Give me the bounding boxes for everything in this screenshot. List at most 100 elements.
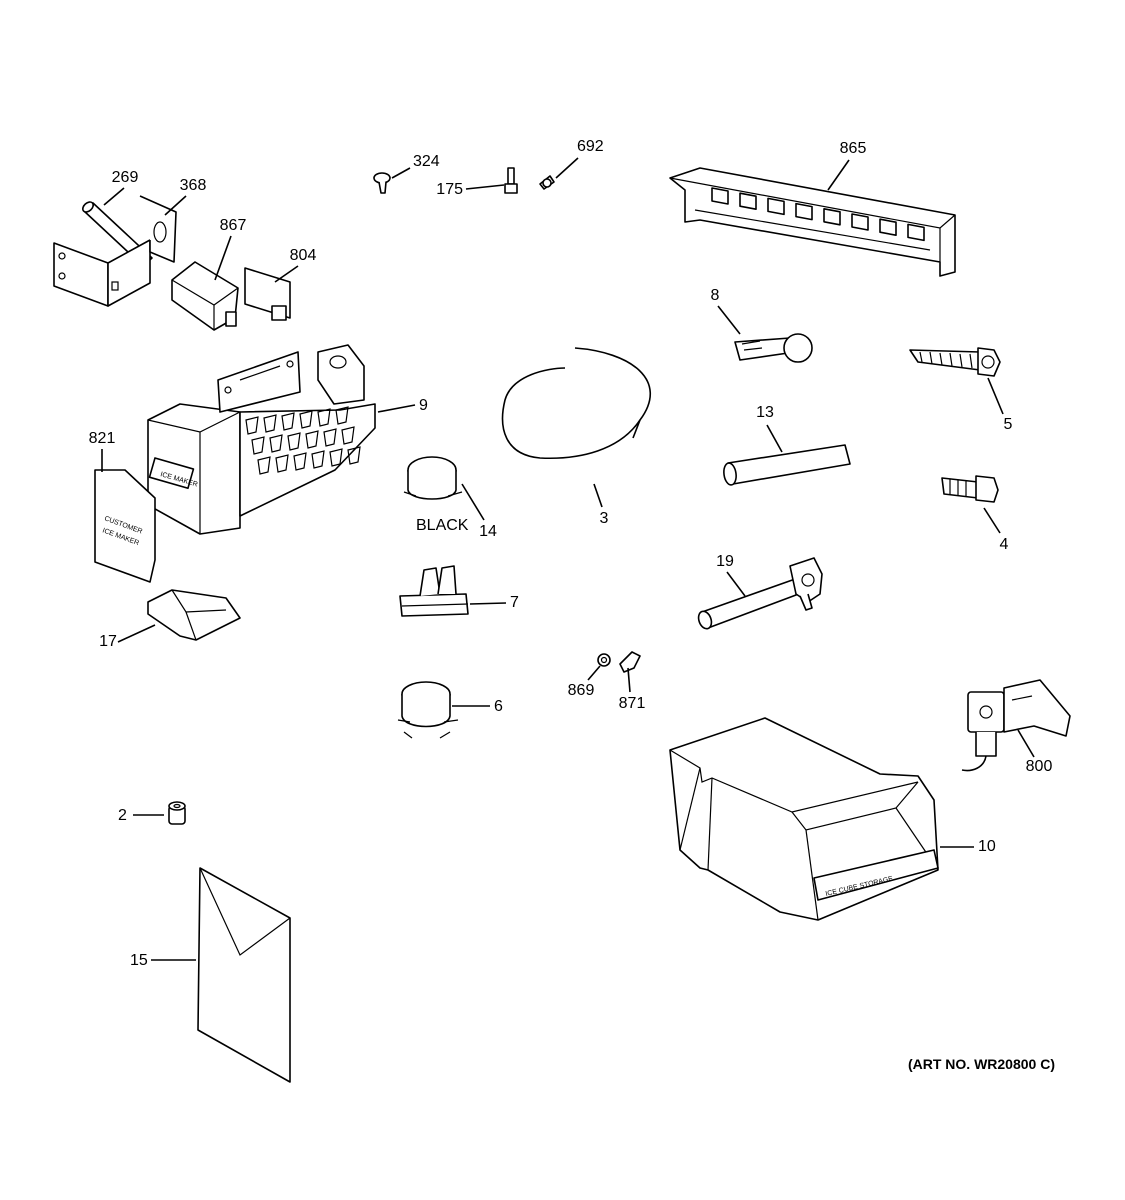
leader-line-13 (766, 424, 783, 453)
leader-line-3 (593, 483, 603, 508)
ice-mold-cup (305, 430, 319, 449)
part-label-800: 800 (1026, 758, 1053, 775)
ice-mold-cup (335, 406, 349, 425)
part-692-screw (539, 175, 555, 190)
leader-line-869 (587, 665, 601, 681)
rail-tooth (767, 197, 785, 216)
rail-tooth (879, 218, 897, 236)
ice-mold-cup (245, 416, 259, 435)
part-8-clamp (734, 333, 813, 363)
part-label-8: 8 (711, 287, 720, 304)
part-label-269: 269 (112, 169, 139, 186)
part-label-5: 5 (1004, 416, 1013, 433)
leader-lines (101, 157, 1035, 961)
part-label-865: 865 (840, 140, 867, 157)
ice-mold-cup (275, 454, 289, 473)
part-label-7: 7 (510, 594, 519, 611)
ice-mold-cup (347, 446, 361, 465)
part-label-368: 368 (180, 177, 207, 194)
part-13-tube (723, 444, 851, 486)
part-label-867: 867 (220, 217, 247, 234)
part-175-screw (504, 167, 518, 194)
part-821-card: CUSTOMER ICE MAKER (94, 469, 156, 583)
ice-mold-cup (341, 426, 355, 445)
leader-line-865 (827, 159, 850, 191)
ice-mold-cup (251, 436, 265, 455)
leader-line-5 (987, 377, 1004, 415)
part-label-324: 324 (413, 153, 440, 170)
part-label-821: 821 (89, 430, 116, 447)
rail-tooth (795, 202, 813, 221)
part-804-shield (244, 267, 291, 321)
part-800-valve (961, 679, 1071, 772)
ice-mold-cup (263, 414, 277, 433)
leader-line-8 (717, 305, 741, 335)
leader-line-692 (555, 157, 579, 179)
part-9-ice-maker (147, 344, 376, 535)
part-15-envelope (197, 867, 291, 1083)
part-label-175: 175 (436, 181, 463, 198)
part-865-rail (669, 167, 956, 277)
part-label-4: 4 (1000, 536, 1009, 553)
ice-mold-cup (299, 410, 313, 429)
leader-line-17 (117, 624, 156, 643)
leader-line-800 (1017, 729, 1035, 758)
part-867-cover (171, 261, 239, 331)
part-label-3: 3 (600, 510, 609, 527)
leader-line-14 (461, 483, 485, 521)
ice-mold-cup (311, 450, 325, 469)
part-368-bracket (53, 195, 177, 307)
part-5-screw (909, 347, 1001, 377)
ice-mold-cup (317, 408, 331, 427)
leader-line-7 (469, 602, 507, 605)
rail-tooth (711, 187, 729, 205)
part-6-clamp (397, 681, 459, 739)
art-number: (ART NO. WR20800 C) (908, 1056, 1055, 1072)
part-label-869: 869 (568, 682, 595, 699)
part-869-nut (597, 653, 611, 667)
part-label-19: 19 (716, 553, 734, 570)
part-4-screw (941, 475, 999, 503)
part-label-871: 871 (619, 695, 646, 712)
leader-line-175 (465, 184, 505, 190)
part-324-rivet (373, 172, 391, 194)
part-label-2: 2 (118, 807, 127, 824)
leader-line-871 (627, 667, 631, 693)
leader-line-4 (983, 507, 1001, 534)
part-label-14: 14 (479, 523, 497, 540)
part-7-clip (399, 565, 469, 617)
part-label-692: 692 (577, 138, 604, 155)
part-label-9: 9 (419, 397, 428, 414)
part-label-17: 17 (99, 633, 117, 650)
leader-line-324 (391, 167, 411, 179)
part-label-6: 6 (494, 698, 503, 715)
ice-mold-cup (269, 434, 283, 453)
part-19-shaft (697, 557, 823, 630)
part-2-nut (168, 801, 186, 825)
black-label: BLACK (416, 517, 469, 534)
leader-line-867 (214, 235, 232, 281)
part-17-pad (147, 589, 241, 641)
ice-mold-cup (293, 452, 307, 471)
part-871-clip (619, 651, 641, 673)
part-label-804: 804 (290, 247, 317, 264)
leader-line-269 (103, 187, 125, 206)
part-labels: 269 368 867 804 324 175 692 865 8 5 9 821 3 13 14 4 7 19 1… (89, 138, 1053, 969)
part-label-10: 10 (978, 838, 996, 855)
ice-mold-cup (287, 432, 301, 451)
ice-mold-cup (281, 412, 295, 431)
part-14-clamp (403, 456, 463, 500)
rail-tooth (739, 192, 757, 210)
leader-line-368 (164, 195, 187, 216)
leader-line-9 (377, 404, 416, 413)
ice-mold-cup (257, 456, 271, 475)
part-3-tube (501, 347, 652, 460)
part-10-ice-bucket: ICE CUBE STORAGE (669, 717, 939, 921)
ice-mold-cup (329, 448, 343, 467)
rail-tooth (851, 213, 869, 231)
rail-tooth (907, 223, 925, 242)
leader-line-19 (726, 571, 746, 597)
part-label-13: 13 (756, 404, 774, 421)
ice-mold-cup (323, 428, 337, 447)
